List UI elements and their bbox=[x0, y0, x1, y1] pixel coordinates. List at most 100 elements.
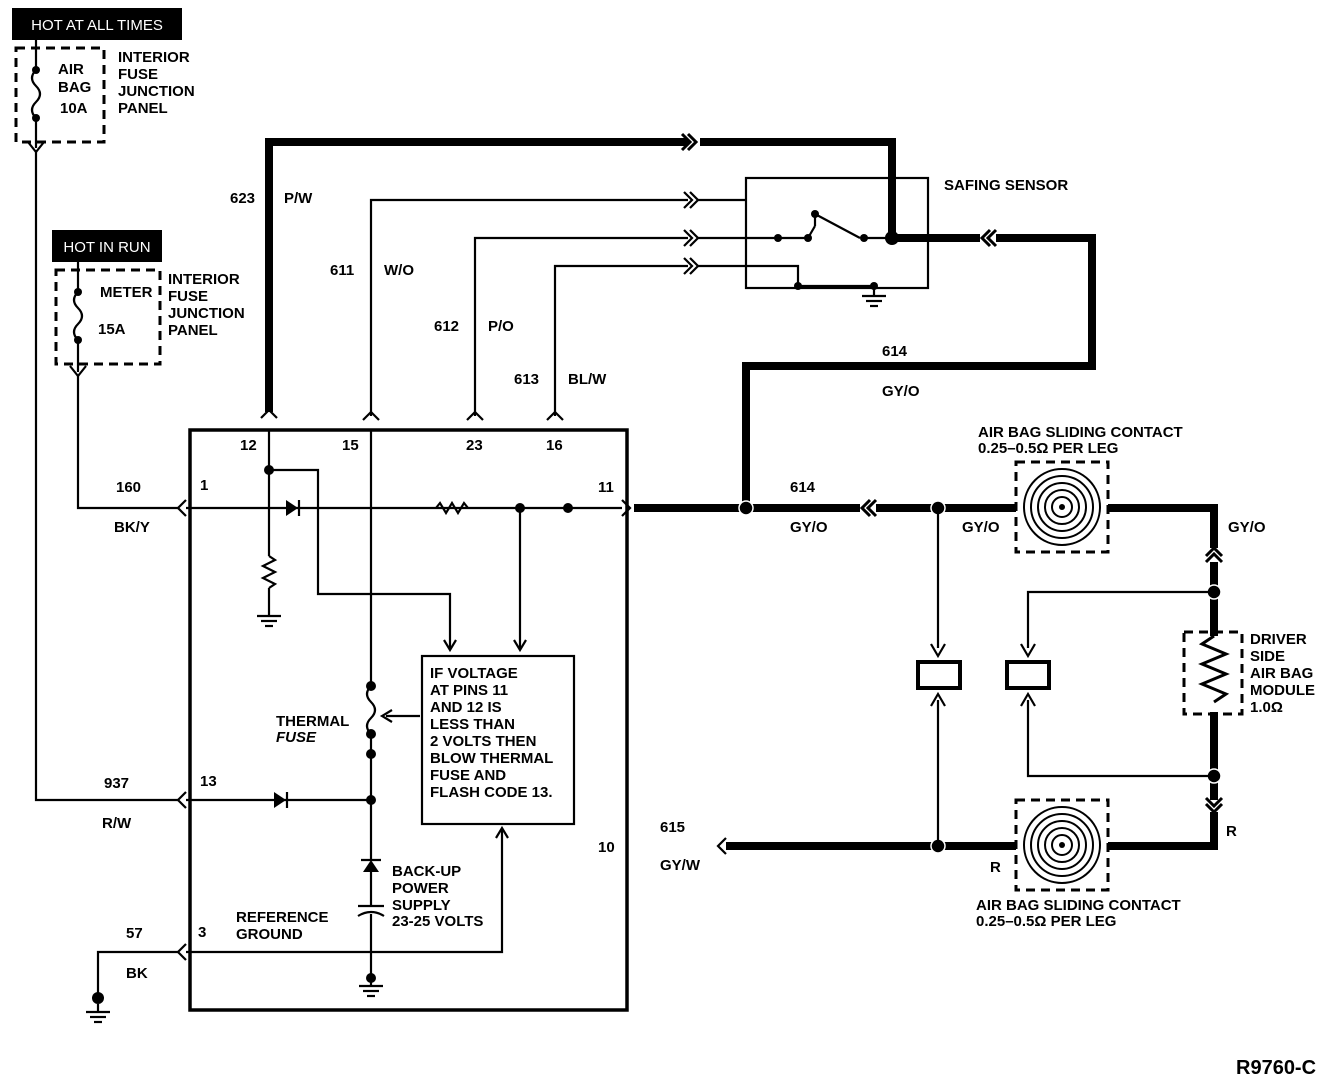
w57-color: BK bbox=[126, 965, 148, 982]
sliding-contact-bottom-coil-icon bbox=[1023, 806, 1101, 884]
interior-panel-2-line2: FUSE bbox=[168, 288, 208, 305]
r-right-label: R bbox=[1226, 823, 1237, 840]
w613-color: BL/W bbox=[568, 371, 607, 388]
driver-module-line1: DRIVER bbox=[1250, 631, 1307, 648]
thermal-fuse-symbol bbox=[365, 685, 377, 735]
w160-color: BK/Y bbox=[114, 519, 150, 536]
w57-circuit: 57 bbox=[126, 925, 143, 942]
thermal-fuse-label-1: THERMAL bbox=[276, 713, 349, 730]
sense-box-right bbox=[1005, 660, 1051, 690]
interior-panel-1-line3: JUNCTION bbox=[118, 83, 195, 100]
w611-color: W/O bbox=[384, 262, 414, 279]
hot-in-run-badge bbox=[52, 230, 162, 262]
wire-623 bbox=[265, 138, 688, 412]
driver-module-line3: AIR BAG bbox=[1250, 665, 1313, 682]
w614-mid-color: GY/O bbox=[790, 519, 828, 536]
driver-airbag-resistor-icon bbox=[1198, 634, 1230, 704]
safing-switch-arm bbox=[814, 213, 861, 239]
backup-label-1: BACK-UP bbox=[392, 863, 461, 880]
safing-ground-icon bbox=[862, 286, 886, 308]
air-bag-fuse-box bbox=[14, 46, 106, 144]
note-line6: BLOW THERMAL bbox=[430, 750, 553, 767]
meter-fuse-box bbox=[54, 268, 162, 366]
w612-color: P/O bbox=[488, 318, 514, 335]
w612-circuit: 612 bbox=[434, 318, 459, 335]
thermal-fuse-label-2: FUSE bbox=[276, 729, 317, 746]
meter-fuse-symbol bbox=[72, 291, 84, 341]
pin1-diode-icon bbox=[286, 500, 298, 516]
interior-panel-2-line3: JUNCTION bbox=[168, 305, 245, 322]
w614-top-color: GY/O bbox=[882, 383, 920, 400]
note-line8: FLASH CODE 13. bbox=[430, 784, 553, 801]
wire-160 bbox=[76, 376, 178, 510]
pin-16-label: 16 bbox=[546, 437, 563, 454]
gyo-contact-left-label: GY/O bbox=[962, 519, 1000, 536]
hot-at-all-times-badge bbox=[12, 8, 182, 40]
wire-613 bbox=[553, 264, 688, 416]
diagnostic-module-box bbox=[188, 428, 629, 1012]
driver-module-line2: SIDE bbox=[1250, 648, 1285, 665]
pin13-diode-icon bbox=[274, 792, 286, 808]
figure-id: R9760-C bbox=[1236, 1057, 1316, 1079]
pin-3-label: 3 bbox=[198, 924, 206, 941]
interior-panel-1-line1: INTERIOR bbox=[118, 49, 190, 66]
meter-fuse-line1: METER bbox=[100, 284, 153, 301]
backup-label-2: POWER bbox=[392, 880, 449, 897]
note-line4: LESS THAN bbox=[430, 716, 515, 733]
pin-11-label: 11 bbox=[598, 479, 614, 496]
air-bag-fuse-line1: AIR bbox=[58, 61, 84, 78]
backup-label-3: SUPPLY bbox=[392, 897, 451, 914]
driver-module-line4: MODULE bbox=[1250, 682, 1315, 699]
reference-ground-label-2: GROUND bbox=[236, 926, 303, 943]
driver-airbag-module-box bbox=[1182, 630, 1244, 716]
wire-611 bbox=[369, 198, 688, 416]
pin-10-label: 10 bbox=[598, 839, 615, 856]
backup-ground-icon bbox=[359, 978, 383, 998]
w614-top-circuit: 614 bbox=[882, 343, 908, 360]
backup-label-4: 23-25 VOLTS bbox=[392, 913, 483, 930]
w623-color: P/W bbox=[284, 190, 313, 207]
wire-612 bbox=[473, 236, 688, 416]
sliding-contact-bottom-line1: AIR BAG SLIDING CONTACT bbox=[976, 897, 1181, 914]
note-line2: AT PINS 11 bbox=[430, 682, 508, 699]
air-bag-fuse-line2: BAG bbox=[58, 79, 91, 96]
interior-panel-2-line1: INTERIOR bbox=[168, 271, 240, 288]
pin1-line-resistor-icon bbox=[435, 500, 469, 516]
w615-color: GY/W bbox=[660, 857, 701, 874]
interior-panel-1-line4: PANEL bbox=[118, 100, 168, 117]
w160-circuit: 160 bbox=[116, 479, 141, 496]
meter-fuse-line2: 15A bbox=[98, 321, 126, 338]
safing-sensor-label: SAFING SENSOR bbox=[944, 177, 1068, 194]
interior-panel-1-line2: FUSE bbox=[118, 66, 158, 83]
w613-circuit: 613 bbox=[514, 371, 539, 388]
sliding-contact-top-line2: 0.25–0.5Ω PER LEG bbox=[978, 440, 1118, 457]
sliding-contact-top-line1: AIR BAG SLIDING CONTACT bbox=[978, 424, 1183, 441]
sense-box-left bbox=[916, 660, 962, 690]
note-line3: AND 12 IS bbox=[430, 699, 502, 716]
w937-color: R/W bbox=[102, 815, 132, 832]
air-bag-fuse-line3: 10A bbox=[60, 100, 88, 117]
safing-sensor-box bbox=[744, 176, 930, 290]
backup-zener-icon bbox=[363, 860, 379, 872]
hot-in-run-label: HOT IN RUN bbox=[63, 239, 150, 256]
reference-ground-label-1: REFERENCE bbox=[236, 909, 329, 926]
driver-module-line5: 1.0Ω bbox=[1250, 699, 1283, 716]
w937-circuit: 937 bbox=[104, 775, 129, 792]
hot-at-all-times-label: HOT AT ALL TIMES bbox=[31, 17, 163, 34]
w614-mid-circuit: 614 bbox=[790, 479, 816, 496]
pin12-resistor-icon bbox=[260, 555, 278, 589]
pin-13-label: 13 bbox=[200, 773, 217, 790]
sliding-contact-top-coil-icon bbox=[1023, 468, 1101, 546]
w611-circuit: 611 bbox=[330, 262, 354, 279]
note-line5: 2 VOLTS THEN bbox=[430, 733, 536, 750]
pin-15-label: 15 bbox=[342, 437, 359, 454]
wire-937 bbox=[34, 150, 178, 802]
air-bag-fuse-symbol bbox=[30, 69, 42, 119]
module-ground-icon bbox=[257, 614, 281, 628]
interior-panel-2-line4: PANEL bbox=[168, 322, 218, 339]
r-contact-label: R bbox=[990, 859, 1001, 876]
sliding-contact-bottom-line2: 0.25–0.5Ω PER LEG bbox=[976, 913, 1116, 930]
external-ground-icon bbox=[86, 1004, 110, 1024]
note-line7: FUSE AND bbox=[430, 767, 506, 784]
